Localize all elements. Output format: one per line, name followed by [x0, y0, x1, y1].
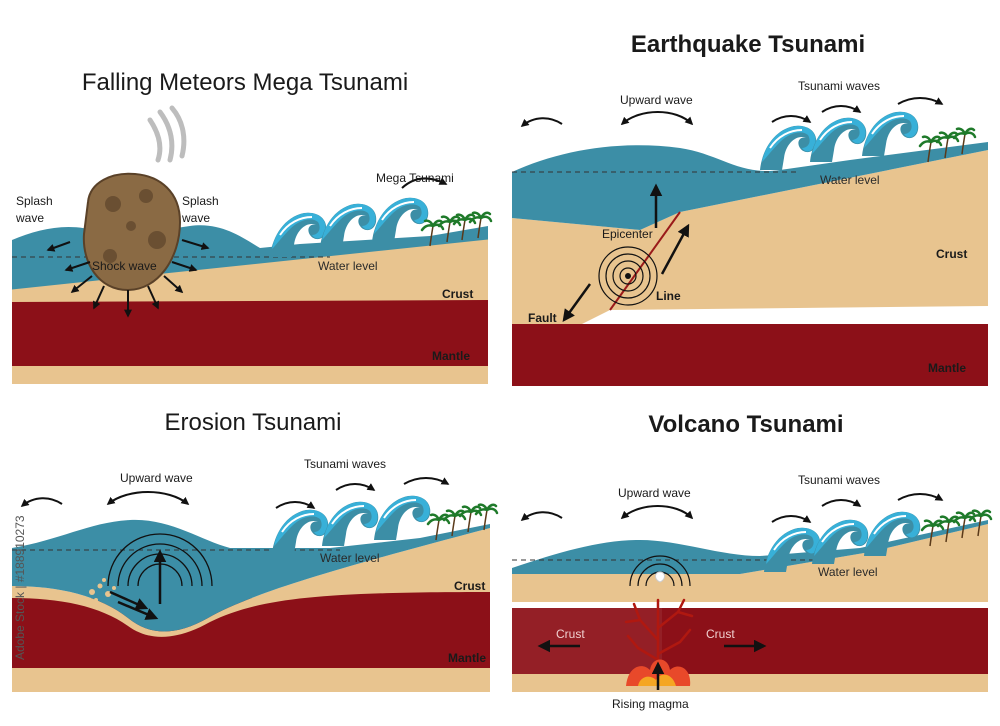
tsunami-waves-label: Tsunami waves — [798, 79, 880, 93]
mantle-layer — [12, 598, 490, 668]
shock-wave-label: Shock wave — [92, 259, 157, 273]
water-level-label: Water level — [818, 565, 878, 579]
panel-title: Falling Meteors Mega Tsunami — [82, 69, 408, 96]
line-label: Line — [656, 289, 681, 303]
upward-wave-label: Upward wave — [618, 486, 691, 500]
splash-left-label-1: Splash — [16, 194, 53, 208]
crust-right-label: Crust — [706, 627, 735, 641]
upward-wave-label: Upward wave — [120, 471, 193, 485]
crust-label: Crust — [454, 579, 485, 593]
panel-erosion: Erosion Tsunami — [12, 409, 497, 692]
tsunami-waves-label: Tsunami waves — [304, 457, 386, 471]
splash-left-label-2: wave — [15, 211, 44, 225]
mantle-label: Mantle — [928, 361, 966, 375]
mantle-layer — [12, 300, 488, 366]
tsunami-wave — [272, 510, 328, 554]
tsunami-wave — [810, 118, 866, 162]
wave-arrows — [22, 478, 448, 508]
panel-volcano: Volcano Tsunami — [512, 411, 991, 711]
mantle-layer — [512, 324, 988, 386]
meteor-trail-icon — [150, 108, 184, 160]
panel-earthquake: Earthquake Tsunami — [512, 31, 988, 386]
tsunami-wave — [372, 198, 428, 242]
watermark-text: Adobe Stock | #188910273 — [13, 515, 27, 660]
panel-title: Earthquake Tsunami — [631, 31, 865, 58]
splash-right-label-2: wave — [181, 211, 210, 225]
water-level-label: Water level — [318, 259, 378, 273]
tsunami-wave — [862, 112, 918, 156]
tsunami-wave — [760, 126, 816, 170]
panel-meteor: Falling Meteors Mega Tsunami — [12, 69, 491, 384]
panel-title: Erosion Tsunami — [165, 409, 342, 436]
tsunami-waves-label: Tsunami waves — [798, 473, 880, 487]
tsunami-wave — [374, 496, 430, 540]
sand-layer — [512, 672, 988, 692]
mega-tsunami-label: Mega Tsunami — [376, 171, 454, 185]
crust-label: Crust — [442, 287, 473, 301]
mantle-label: Mantle — [432, 349, 470, 363]
tsunami-wave — [322, 502, 378, 546]
water-level-label: Water level — [320, 551, 380, 565]
splash-right-label-1: Splash — [182, 194, 219, 208]
mantle-label: Mantle — [448, 651, 486, 665]
epicenter-label: Epicenter — [602, 227, 653, 241]
upward-wave-label: Upward wave — [620, 93, 693, 107]
epicenter-dot — [625, 273, 631, 279]
steam-bubble-icon — [656, 572, 665, 582]
wave-arrows — [522, 494, 942, 522]
panel-title: Volcano Tsunami — [648, 411, 843, 438]
crust-label: Crust — [936, 247, 967, 261]
fault-label: Fault — [528, 311, 557, 325]
water-level-label: Water level — [820, 173, 880, 187]
crust-left-label: Crust — [556, 627, 585, 641]
sand-layer — [12, 664, 490, 692]
rising-magma-label: Rising magma — [612, 697, 689, 711]
